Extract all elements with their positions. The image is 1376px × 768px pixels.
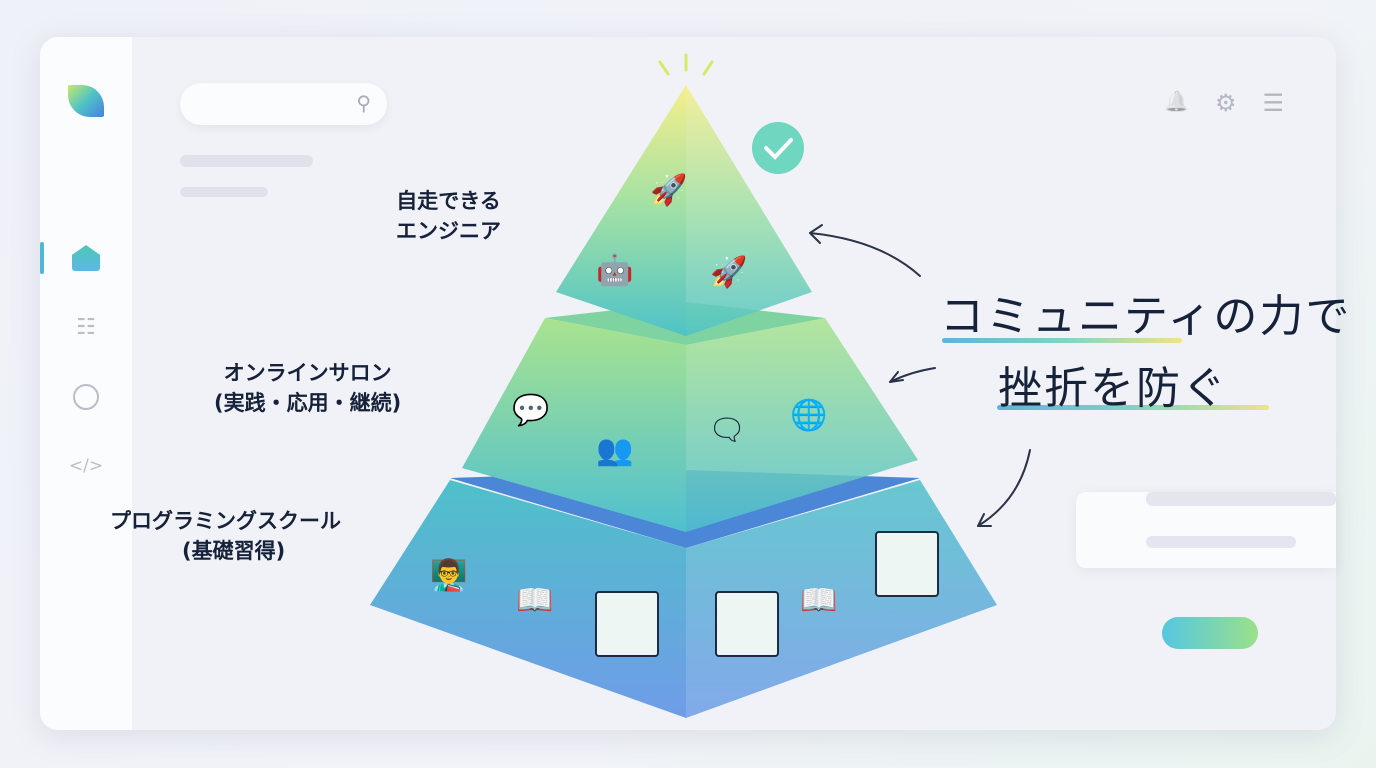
meeting-icon: 🗨 [708,413,746,448]
skeleton-line [180,187,268,197]
nav-list[interactable]: ☷ [70,311,102,343]
code-icon: </> [68,456,104,476]
arrow-to-middle [889,367,936,383]
bell-icon[interactable]: 🔔 [1164,89,1189,113]
active-indicator [40,242,44,274]
gear-icon[interactable]: ⚙ [1214,89,1237,117]
nav-code[interactable]: </> [68,450,104,482]
glow-rays-icon [658,53,714,76]
community-icon [73,384,99,410]
callout-line2: 挫折を防ぐ [998,363,1228,414]
nav-community[interactable] [70,381,102,413]
robot-icon: 🤖 [596,252,633,288]
tier-bottom-label: プログラミングスクール(基礎習得) [110,509,341,563]
rocket-launch-icon: 🚀 [710,254,747,290]
tier-top [556,85,812,336]
underline [942,338,1182,343]
search-icon: ⚲ [356,91,371,115]
globe-network-icon: 🌐 [790,397,827,433]
book-icon: 📖 [516,583,553,618]
sidebar: ☷ </> [40,37,132,730]
rocket-icon: 🚀 [650,172,687,208]
list-icon: ☷ [76,314,96,340]
side-card [1076,492,1336,568]
teacher-icon: 👨‍🏫 [430,557,467,593]
people-network-icon: 👥 [596,433,633,468]
tier-middle-label: オンラインサロン(実践・応用・継続) [214,361,402,415]
arrow-to-bottom [977,449,1031,527]
search-input[interactable]: ⚲ [180,83,387,125]
check-bubble-icon [752,122,804,174]
underline [997,405,1269,410]
skeleton-line [180,155,313,167]
tier-top-label: 自走できるエンジニア [396,189,501,243]
book-icon: 📖 [800,583,837,618]
menu-icon[interactable]: ☰ [1262,89,1284,117]
nav-home[interactable] [70,242,102,274]
chat-icon: 💬 [512,392,549,428]
action-pill-button[interactable] [1162,617,1258,649]
callout-line1: コミュニティの力で [940,291,1352,342]
arrow-to-top [809,232,921,277]
code-window-icons [595,531,939,657]
